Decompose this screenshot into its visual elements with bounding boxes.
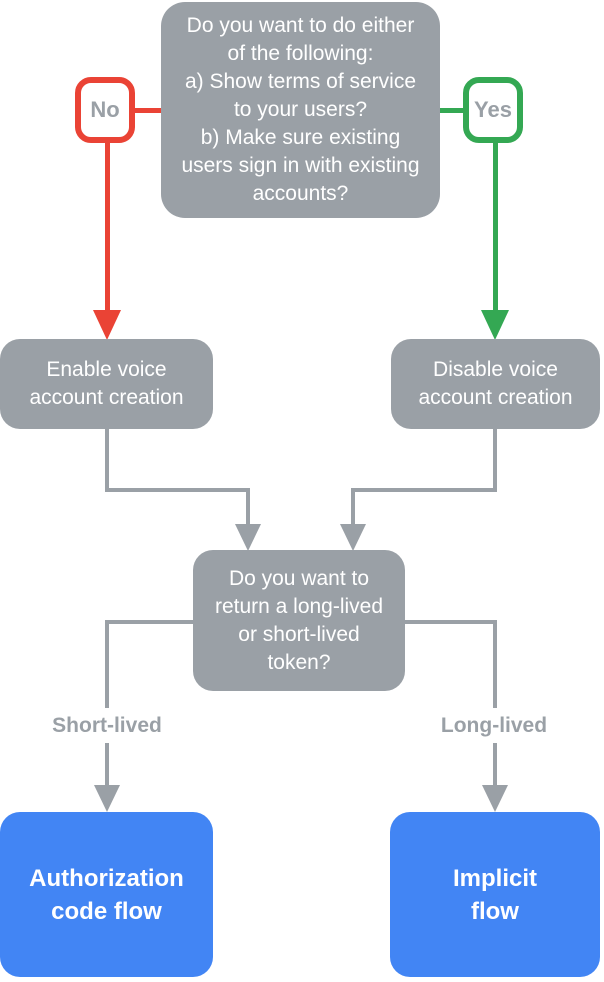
long-lived-horizontal-line: [400, 620, 497, 624]
enable-box-horizontal-line: [105, 488, 250, 492]
top-question-text: Do you want to do either of the followin…: [181, 14, 420, 205]
disable-voice-account-text: Disable voice account creation: [418, 358, 573, 409]
merge-right-down-line: [351, 488, 355, 526]
long-lived-arrowhead-icon: [482, 785, 508, 812]
token-question-box: Do you want to return a long-lived or sh…: [193, 550, 405, 691]
no-branch-arrowhead-icon: [93, 310, 121, 340]
disable-box-horizontal-line: [351, 488, 497, 492]
enable-voice-account-text: Enable voice account creation: [29, 358, 184, 409]
top-question-box: Do you want to do either of the followin…: [161, 2, 440, 218]
disable-voice-account-box: Disable voice account creation: [391, 339, 600, 429]
yes-branch-horizontal-line: [436, 108, 484, 113]
enable-voice-account-box: Enable voice account creation: [0, 339, 213, 429]
enable-box-down-line: [105, 428, 109, 492]
short-lived-horizontal-line: [105, 620, 200, 624]
merge-left-down-line: [246, 488, 250, 526]
authorization-code-flow-box: Authorization code flow: [0, 812, 213, 977]
authorization-code-flow-text: Authorization code flow: [29, 864, 184, 925]
long-lived-vertical-line: [493, 620, 497, 786]
short-lived-arrowhead-icon: [94, 785, 120, 812]
long-lived-tag: Long-lived: [409, 708, 579, 743]
no-badge-label: No: [90, 97, 120, 122]
yes-branch-arrowhead-icon: [481, 310, 509, 340]
no-branch-vertical-line: [105, 138, 110, 312]
short-lived-tag-label: Short-lived: [52, 713, 162, 737]
yes-badge: Yes: [463, 77, 523, 143]
merge-left-arrowhead-icon: [235, 524, 261, 551]
yes-branch-vertical-line: [493, 138, 498, 312]
no-badge: No: [75, 77, 135, 143]
implicit-flow-text: Implicit flow: [452, 864, 537, 925]
token-question-text: Do you want to return a long-lived or sh…: [214, 566, 384, 674]
disable-box-down-line: [493, 428, 497, 492]
merge-right-arrowhead-icon: [340, 524, 366, 551]
short-lived-tag: Short-lived: [22, 708, 192, 743]
long-lived-tag-label: Long-lived: [440, 713, 548, 737]
yes-badge-label: Yes: [474, 97, 512, 122]
implicit-flow-box: Implicit flow: [390, 812, 600, 977]
no-branch-horizontal-line: [118, 108, 166, 113]
short-lived-vertical-line: [105, 620, 109, 786]
